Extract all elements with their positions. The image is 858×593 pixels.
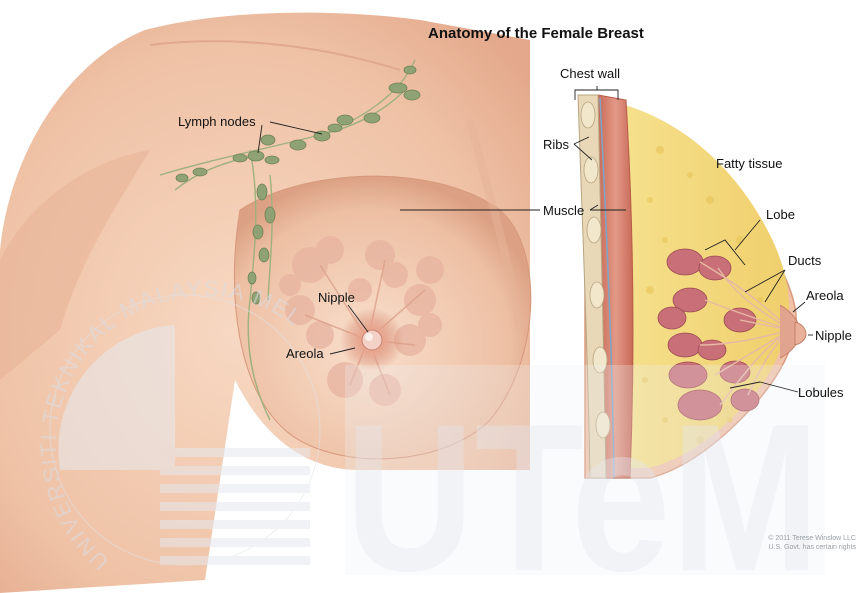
label-areola-front: Areola (286, 346, 324, 361)
label-fatty-tissue: Fatty tissue (716, 156, 782, 171)
lymph-node (265, 156, 279, 164)
label-lobules: Lobules (798, 385, 844, 400)
lymph-node (404, 66, 416, 74)
lymph-node (253, 225, 263, 239)
lymph-node (328, 124, 342, 132)
lymph-node (404, 90, 420, 100)
lymph-node (364, 113, 380, 123)
label-ducts: Ducts (788, 253, 822, 268)
page-title: Anatomy of the Female Breast (428, 25, 644, 42)
lobule-cluster (658, 307, 686, 329)
lymph-node (248, 151, 264, 161)
lymph-node (337, 115, 353, 125)
lobule-cluster (698, 340, 726, 360)
nipple-side (795, 322, 806, 345)
rib (584, 157, 598, 183)
lymph-node (259, 248, 269, 262)
label-muscle: Muscle (543, 203, 584, 218)
lymph-node (257, 184, 267, 200)
credit-line-1: © 2011 Terese Winslow LLC (768, 534, 856, 542)
lobule-cluster (668, 333, 702, 357)
lymph-node (290, 140, 306, 150)
label-nipple-side: Nipple (815, 328, 852, 343)
lobule-cluster (699, 256, 731, 280)
credit-line-2: U.S. Govt. has certain rights (768, 544, 856, 551)
lobule-cluster (667, 249, 703, 275)
rib (581, 102, 595, 128)
lymph-node (261, 135, 275, 145)
lymph-node (193, 168, 207, 176)
nipple-highlight (365, 333, 373, 341)
nipple-front (362, 330, 382, 350)
label-chest-wall: Chest wall (560, 66, 620, 81)
label-lymph-nodes: Lymph nodes (178, 114, 256, 129)
rib (590, 282, 604, 308)
lymph-node (265, 207, 275, 223)
rib (587, 217, 601, 243)
lymph-node (233, 154, 247, 162)
label-ribs: Ribs (543, 137, 570, 152)
lymph-node (176, 174, 188, 182)
watermark-logo-text: UTeM (345, 380, 820, 593)
lymph-node (389, 83, 407, 93)
label-nipple-front: Nipple (318, 290, 355, 305)
label-areola-side: Areola (806, 288, 844, 303)
label-lobe: Lobe (766, 207, 795, 222)
